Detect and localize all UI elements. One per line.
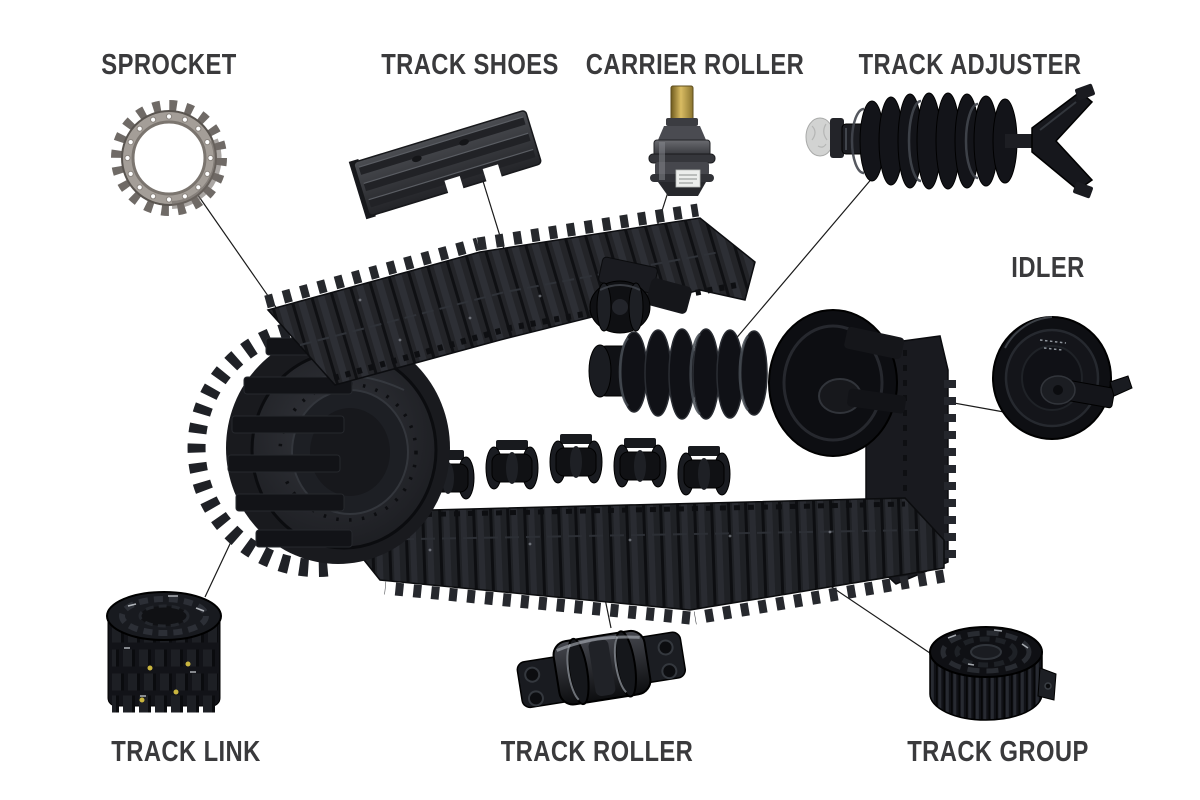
track-adjuster-label: TRACK ADJUSTER [858,49,1082,81]
assembly-track-adjuster [588,328,768,420]
track-link-paint-marks [139,661,191,703]
track-shoes-label: TRACK SHOES [381,49,559,81]
assembly-track-rollers [421,434,731,500]
track-adjuster-image [805,83,1095,199]
assembly-top-run [264,203,756,386]
idler-image [992,316,1133,440]
carrier-roller-sticker [675,169,701,188]
track-adjuster-leader-line [727,162,886,349]
carrier-roller-label: CARRIER ROLLER [585,49,805,81]
track-assembly-image [187,203,956,625]
sprocket-image [111,100,227,216]
track-link-image [106,591,222,713]
assembly-glints [358,294,832,552]
track-group-image [929,626,1057,721]
assembly-carrier-roller [589,256,692,334]
track-link-label: TRACK LINK [111,736,261,768]
track-shoes-image [348,110,542,220]
assembly-idler [768,309,907,457]
sprocket-label: SPROCKET [101,49,237,81]
carrier-roller-image [648,85,716,196]
idler-stamp-text [1039,339,1067,351]
track-roller-image [516,629,687,709]
assembly-bottom-run [351,497,946,625]
idler-label: IDLER [1011,252,1085,284]
assembly-left-drum [187,319,450,577]
idler-hub [1040,375,1133,409]
track-roller-label: TRACK ROLLER [500,736,694,768]
track-group-label: TRACK GROUP [907,736,1089,768]
